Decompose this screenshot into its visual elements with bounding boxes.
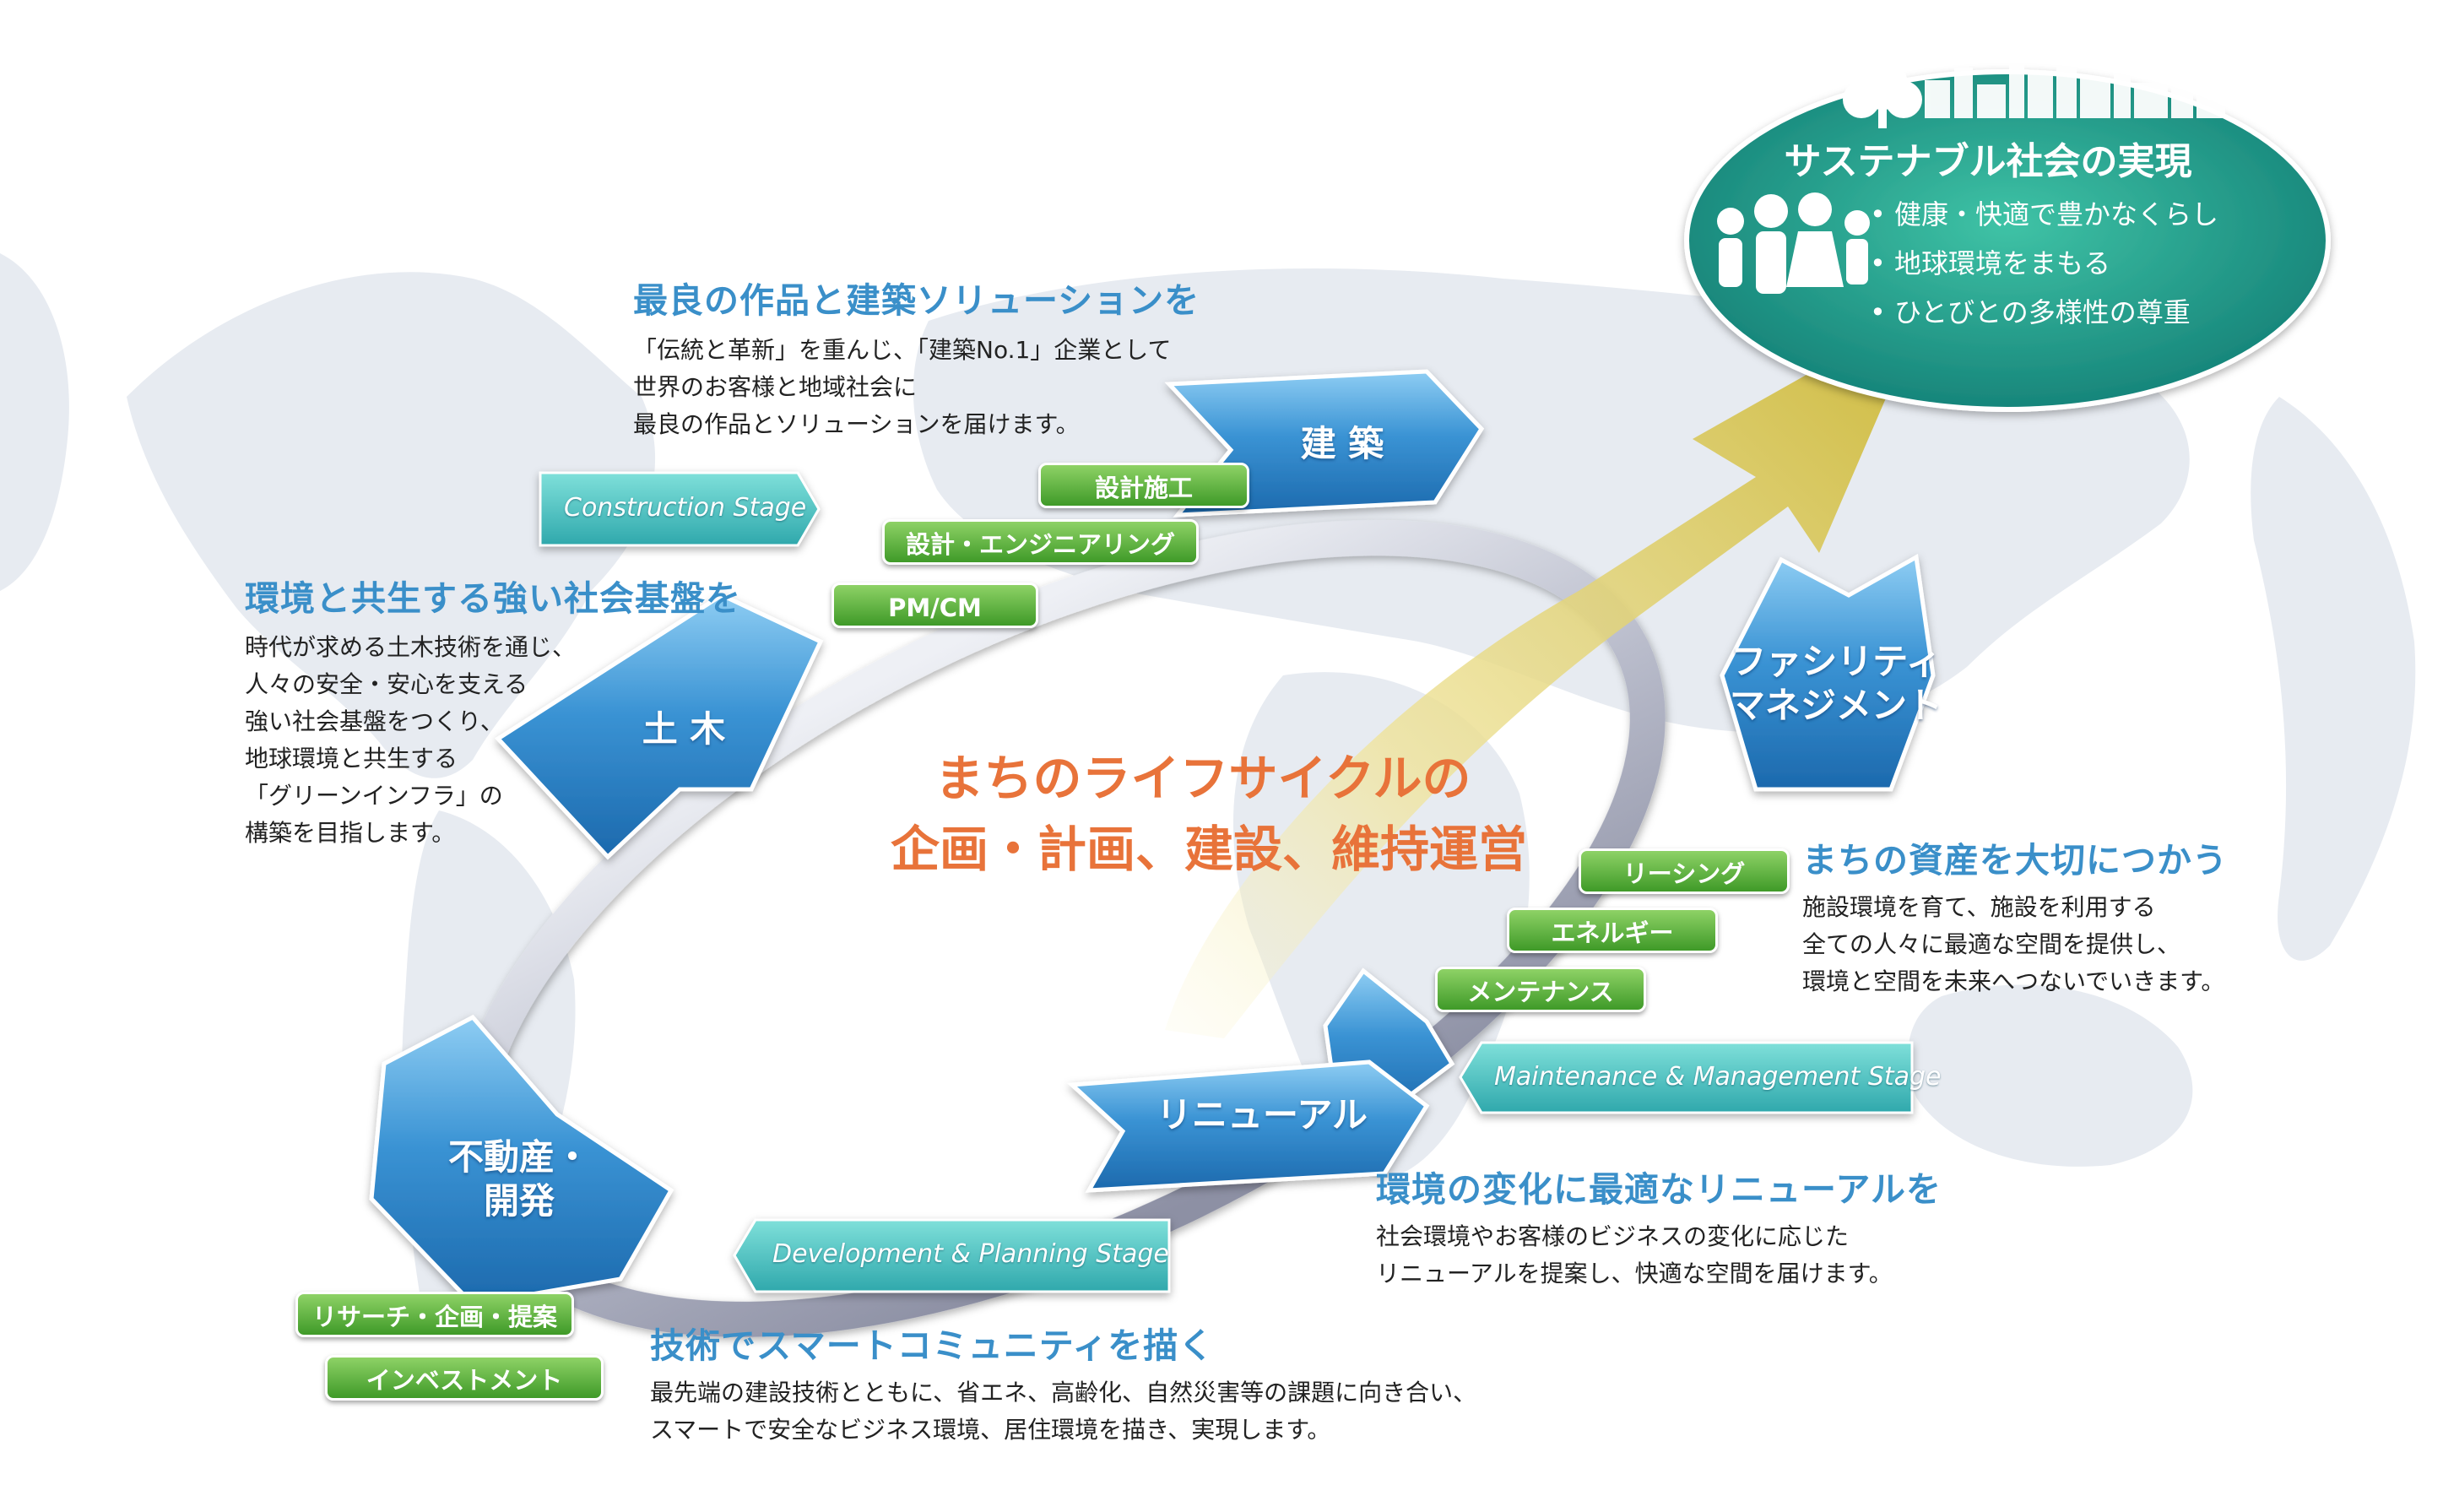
tree-icon <box>1843 59 1922 128</box>
section-heading-architecture: 最良の作品と建築ソリューションを <box>633 280 1200 321</box>
pill-research: リサーチ・企画・提案 <box>295 1292 574 1337</box>
growth-arrow <box>1165 308 1925 1038</box>
arrow-renewal-body <box>1067 1059 1430 1193</box>
pill-investment: インベストメント <box>325 1355 604 1401</box>
stage-tag-construction <box>539 471 821 547</box>
stage-label-construction: Construction Stage <box>564 493 807 523</box>
section-heading-renewal: 環境の変化に最適なリニューアルを <box>1376 1169 1942 1210</box>
section-body-civil: 時代が求める土木技術を通じ、 人々の安全・安心を支える 強い社会基盤をつくり、 … <box>245 629 576 852</box>
stage-label-development: Development & Planning Stage <box>772 1239 1169 1269</box>
stage-label-maintenance: Maintenance & Management Stage <box>1494 1062 1942 1092</box>
arrow-label-renewal: リニューアル <box>1156 1094 1368 1135</box>
goal-item: • ひとびとの多様性の尊重 <box>1870 296 2191 328</box>
section-heading-smart: 技術でスマートコミュニティを描く <box>650 1325 1215 1366</box>
body-line: リニューアルを提案し、快適な空間を届けます。 <box>1376 1260 1893 1287</box>
arrow-label-line: 不動産・ <box>447 1136 590 1178</box>
arrow-realestate <box>369 1014 674 1307</box>
pill-design-engineering: 設計・エンジニアリング <box>882 519 1199 565</box>
goal-oval <box>1684 51 2331 412</box>
arrow-facility <box>1720 554 1936 792</box>
arrow-label-architecture: 建 築 <box>1300 423 1384 464</box>
pill-energy: エネルギー <box>1507 908 1718 953</box>
goal-item: • 地球環境をまもる <box>1870 247 2111 279</box>
stage-tag-development <box>733 1218 1171 1293</box>
arrow-label-facility: ファシリティ マネジメント <box>1718 640 1954 728</box>
family-icon <box>1717 192 1870 294</box>
body-line: 「グリーンインフラ」の <box>245 782 503 810</box>
goal-item: • 健康・快適で豊かなくらし <box>1870 198 2219 230</box>
goal-list: • 健康・快適で豊かなくらし • 地球環境をまもる • ひとびとの多様性の尊重 <box>1870 190 2218 337</box>
body-line: 強い社会基盤をつくり、 <box>245 707 504 735</box>
body-line: 人々の安全・安心を支える <box>245 670 528 698</box>
section-heading-facility: まちの資産を大切につかう <box>1802 840 2228 881</box>
section-body-renewal: 社会環境やお客様のビジネスの変化に応じた リニューアルを提案し、快適な空間を届け… <box>1376 1218 1893 1293</box>
body-line: 社会環境やお客様のビジネスの変化に応じた <box>1376 1222 1850 1250</box>
city-skyline-icon <box>1925 51 2225 118</box>
arrow-label-line: マネジメント <box>1729 685 1942 726</box>
body-line: スマートで安全なビジネス環境、居住環境を描き、実現します。 <box>650 1416 1331 1444</box>
body-line: 最良の作品とソリューションを届けます。 <box>633 410 1080 438</box>
body-line: 時代が求める土木技術を通じ、 <box>245 633 577 661</box>
section-body-smart: 最先端の建設技術とともに、省エネ、高齢化、自然災害等の課題に向き合い、 スマート… <box>650 1374 1476 1449</box>
stage-tag-maintenance <box>1459 1041 1914 1114</box>
body-line: 最先端の建設技術とともに、省エネ、高齢化、自然災害等の課題に向き合い、 <box>650 1379 1477 1406</box>
body-line: 地球環境と共生する <box>245 745 458 772</box>
arrow-label-civil: 土 木 <box>642 708 726 750</box>
section-body-architecture: 「伝統と革新」を重んじ、「建築No.1」企業として 世界のお客様と地域社会に 最… <box>633 332 1171 443</box>
arrow-label-line: ファシリティ <box>1731 641 1942 682</box>
arrow-label-realestate: 不動産・ 開発 <box>418 1135 620 1223</box>
body-line: 「伝統と革新」を重んじ、「建築No.1」企業として <box>633 336 1172 364</box>
arrow-civil <box>495 593 824 860</box>
section-body-facility: 施設環境を育て、施設を利用する 全ての人々に最適な空間を提供し、 環境と空間を未… <box>1802 889 2224 1000</box>
pill-design-construction: 設計施工 <box>1038 463 1249 508</box>
body-line: 施設環境を育て、施設を利用する <box>1802 893 2156 921</box>
goal-title: サステナブル社会の実現 <box>1784 140 2192 183</box>
center-title-line: まちのライフサイクルの <box>934 750 1471 807</box>
pill-maintenance: メンテナンス <box>1435 967 1646 1012</box>
body-line: 構築を目指します。 <box>245 819 456 847</box>
section-heading-civil: 環境と共生する強い社会基盤を <box>245 578 741 619</box>
pill-pmcm: PM/CM <box>831 583 1038 628</box>
center-title-line: 企画・計画、建設、維持運営 <box>891 821 1528 878</box>
body-line: 環境と空間を未来へつないでいきます。 <box>1802 967 2225 995</box>
pill-leasing: リーシング <box>1579 848 1790 894</box>
body-line: 世界のお客様と地域社会に <box>633 373 918 401</box>
body-line: 全ての人々に最適な空間を提供し、 <box>1802 930 2181 958</box>
arrow-label-line: 開発 <box>483 1180 555 1222</box>
center-title: まちのライフサイクルの 企画・計画、建設、維持運営 <box>891 743 1528 885</box>
